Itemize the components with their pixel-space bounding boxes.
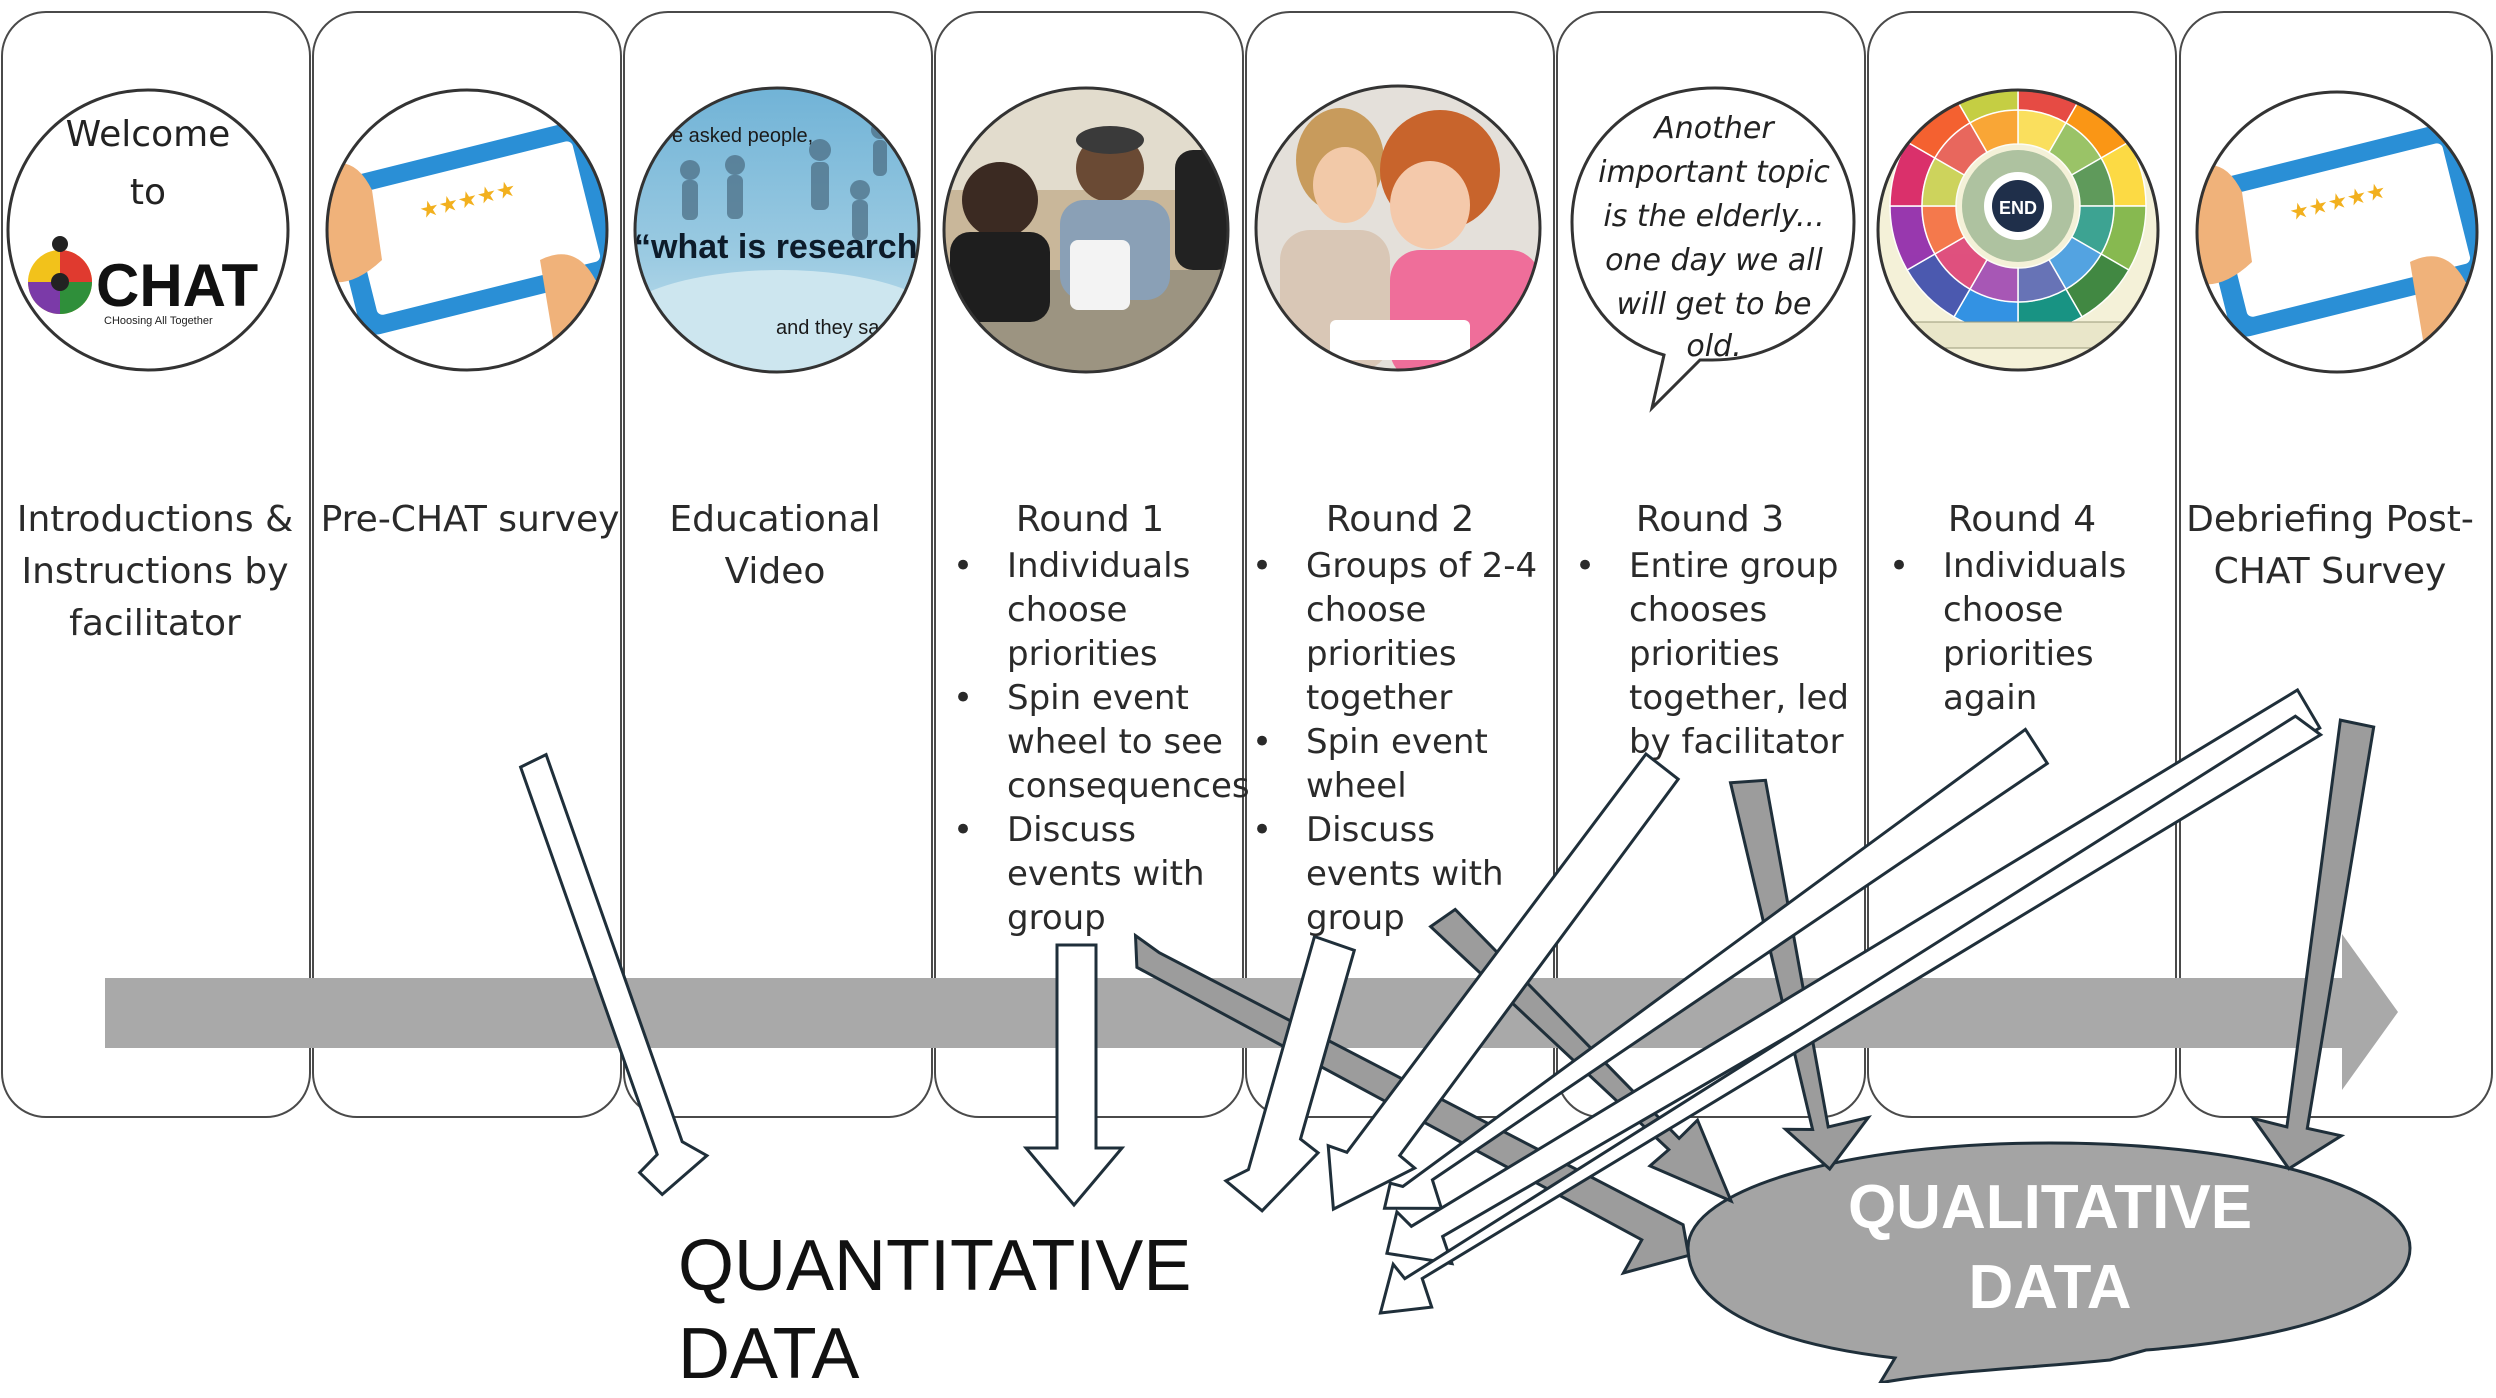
speech-bubble: Another important topic is the elderly..…	[1570, 86, 1856, 413]
outline-arrows	[518, 687, 2324, 1315]
qualitative-data-label: QUALITATIVE DATA	[1847, 1173, 2253, 1322]
bubble-line-6: old.	[1686, 329, 1741, 364]
qualitative-data-bubble	[1686, 1141, 2412, 1383]
gray-arrow-debrief	[2249, 718, 2376, 1171]
round-3-steps: Entire group chooses priorities together…	[1575, 544, 1865, 764]
quantitative-data-label: QUANTITATIVE DATA	[678, 1226, 1192, 1394]
bubble-line-1: Another	[1652, 111, 1775, 146]
round1-photo-frame	[942, 86, 1230, 374]
panel-1-title: Introductions & Instructions by facilita…	[16, 499, 294, 644]
panel-2-title: Pre-CHAT survey	[320, 499, 620, 540]
tablet-post-survey-frame	[2195, 90, 2479, 374]
bubble-line-4: one day we all	[1605, 243, 1823, 278]
outline-arrow-round1	[1022, 943, 1126, 1208]
round-1-step: Individuals choose priorities	[953, 544, 1243, 676]
panel-7-title: Round 4	[1947, 499, 2097, 540]
event-wheel-frame	[1876, 88, 2160, 372]
welcome-chat-image: Welcome to CHAT CHoosing All Together	[6, 88, 290, 372]
tablet-survey-image: ★★★★★	[327, 90, 607, 370]
bubble-line-5: will get to be	[1616, 287, 1811, 322]
round-2-step: Spin event wheel	[1252, 720, 1542, 808]
welcome-line1: Welcome	[66, 114, 231, 155]
video-line3: and they sa	[776, 317, 880, 339]
round-2-step: Groups of 2-4 choose priorities together	[1252, 544, 1542, 720]
tablet-post-survey-image: ★★★★★	[2197, 92, 2477, 372]
bubble-line-3: is the elderly...	[1603, 199, 1824, 234]
tablet-survey-frame	[325, 88, 609, 372]
round-1-step: Discuss events with group	[953, 808, 1243, 940]
bubble-line-2: important topic	[1598, 155, 1830, 190]
welcome-line2: to	[130, 172, 166, 213]
panel-4-title: Round 1	[1015, 499, 1165, 540]
round2-photo-frame	[1254, 84, 1542, 372]
round-4-step: Individuals choose priorities again	[1889, 544, 2149, 720]
round-2-steps: Groups of 2-4 choose priorities together…	[1252, 544, 1542, 940]
outline-arrow-prechat	[518, 752, 710, 1197]
chat-logo-text: CHAT	[96, 252, 258, 319]
panel-8-title: Debriefing Post-CHAT Survey	[2186, 499, 2474, 592]
wheel-center-label: END	[1999, 198, 2037, 218]
chat-logo-subtitle: CHoosing All Together	[104, 315, 213, 327]
panel-5-title: Round 2	[1325, 499, 1475, 540]
video-line1: e asked people,	[672, 125, 813, 147]
outline-arrow-round2	[1223, 934, 1357, 1213]
chat-logo-icon	[28, 236, 92, 314]
event-wheel-image: END	[1878, 90, 2158, 370]
video-line2: “what is research?”	[634, 228, 955, 266]
round-2-step: Discuss events with group	[1252, 808, 1542, 940]
outline-arrow-round3	[1326, 751, 1681, 1212]
panel-6-title: Round 3	[1635, 499, 1785, 540]
round2-photo	[1256, 86, 1540, 370]
round-1-steps: Individuals choose priorities Spin event…	[953, 544, 1250, 940]
research-video-frame	[633, 86, 921, 374]
outline-arrow-debrief-b	[1378, 714, 2324, 1315]
outline-arrow-round4	[1382, 727, 2050, 1210]
round-1-step: Spin event wheel to see consequences	[953, 676, 1250, 808]
panel-3-title: Educational Video	[669, 499, 881, 592]
gray-arrow-round3	[1728, 778, 1872, 1172]
wheel-sector	[1968, 109, 2019, 154]
round-3-step: Entire group chooses priorities together…	[1575, 544, 1865, 764]
round-4-steps: Individuals choose priorities again	[1889, 544, 2149, 720]
